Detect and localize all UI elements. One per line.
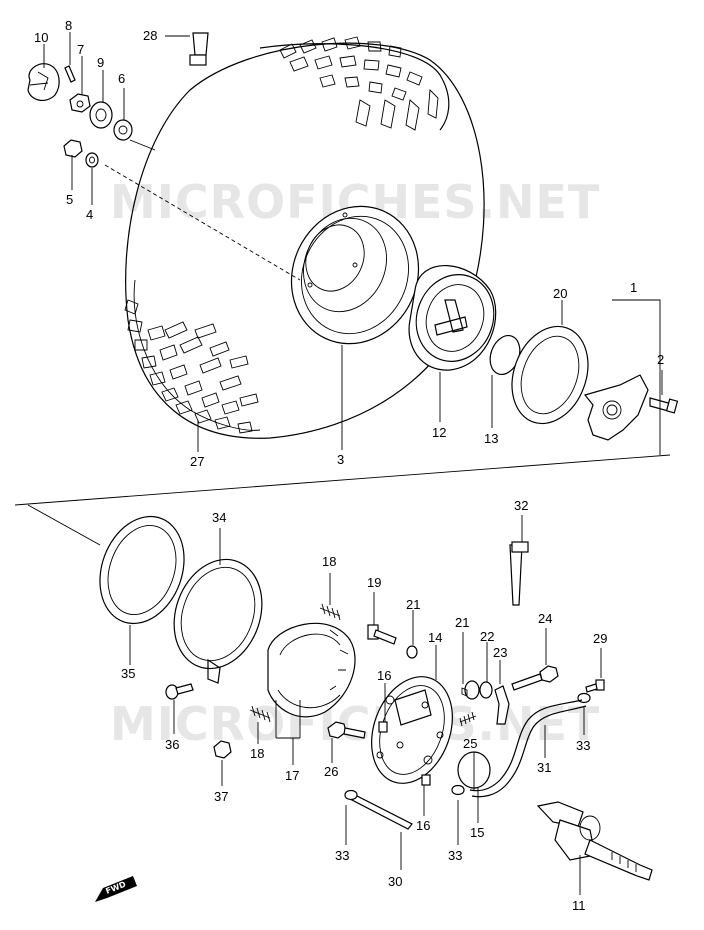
callout-18-upper: 18 — [322, 554, 336, 569]
washer-6 — [113, 119, 133, 141]
callout-12: 12 — [432, 425, 446, 440]
callout-21-right: 21 — [455, 615, 469, 630]
washer-4 — [85, 152, 99, 168]
nut-37 — [213, 740, 232, 759]
grommet-16-upper — [378, 721, 388, 733]
callout-33-mid: 33 — [448, 848, 462, 863]
brake-panel-14 — [371, 676, 453, 784]
callout-5: 5 — [66, 192, 73, 207]
spring-18-lower — [249, 705, 271, 723]
callout-18-lower: 18 — [250, 746, 264, 761]
callout-1: 1 — [630, 280, 637, 295]
cap-10 — [27, 63, 60, 102]
callout-30: 30 — [388, 874, 402, 889]
spring-small — [459, 711, 477, 727]
bolt-19 — [367, 624, 397, 645]
clamp-32 — [509, 541, 529, 606]
bolt-29 — [585, 679, 605, 693]
grommet-16-lower — [421, 774, 431, 786]
bolt-24 — [511, 665, 559, 691]
callout-labels: 1 2 3 4 5 6 7 8 9 10 11 12 13 14 15 16 1… — [34, 18, 664, 913]
callout-34: 34 — [212, 510, 226, 525]
washer-9 — [89, 101, 113, 129]
oil-seal-35 — [99, 515, 185, 625]
nut-5 — [63, 139, 83, 158]
leader-lines — [43, 32, 663, 895]
clip-33-left — [344, 789, 358, 801]
callout-11: 11 — [572, 898, 586, 913]
callout-31: 31 — [537, 760, 551, 775]
lever-23 — [494, 685, 510, 725]
callout-3: 3 — [337, 452, 344, 467]
brake-drum-34 — [173, 558, 263, 684]
brake-shoe-set-17 — [267, 622, 356, 718]
alignment-line — [104, 164, 301, 281]
callout-33-left: 33 — [335, 848, 349, 863]
drive-shaft-11 — [536, 801, 653, 881]
callout-29: 29 — [593, 631, 607, 646]
callout-23: 23 — [493, 645, 507, 660]
callout-15: 15 — [470, 825, 484, 840]
cotter-pin-8 — [64, 65, 76, 83]
clip-33-mid — [451, 784, 465, 796]
callout-28: 28 — [143, 28, 157, 43]
callout-7: 7 — [77, 42, 84, 57]
clip-33-right — [577, 692, 591, 704]
fwd-arrow-icon: FWD — [95, 876, 137, 902]
callout-16-upper: 16 — [377, 668, 391, 683]
washer-21-right — [464, 680, 480, 700]
bolt-26 — [327, 721, 366, 739]
callout-16-lower: 16 — [416, 818, 430, 833]
nut-7 — [69, 93, 91, 113]
callout-2: 2 — [657, 352, 664, 367]
hose-31 — [469, 699, 583, 792]
callout-9: 9 — [97, 55, 104, 70]
callout-24: 24 — [538, 611, 552, 626]
hub-carrier-1 — [583, 374, 649, 441]
callout-8: 8 — [65, 18, 72, 33]
callout-17: 17 — [285, 768, 299, 783]
seal-20 — [511, 325, 589, 425]
pin-30 — [350, 795, 413, 830]
callout-6: 6 — [118, 71, 125, 86]
callout-20: 20 — [553, 286, 567, 301]
callout-37: 37 — [214, 789, 228, 804]
rim-3 — [290, 205, 420, 345]
callout-13: 13 — [484, 431, 498, 446]
callout-33-right: 33 — [576, 738, 590, 753]
bolt-36 — [165, 683, 194, 700]
nut-22 — [479, 681, 493, 699]
tire-27 — [124, 36, 485, 439]
callout-14: 14 — [428, 630, 442, 645]
callout-22: 22 — [480, 629, 494, 644]
callout-26: 26 — [324, 764, 338, 779]
callout-32: 32 — [514, 498, 528, 513]
callout-21-left: 21 — [406, 597, 420, 612]
bolt-2 — [649, 397, 679, 414]
valve-28 — [189, 32, 209, 66]
callout-25: 25 — [463, 736, 477, 751]
washer-21-left — [406, 645, 418, 659]
callout-36: 36 — [165, 737, 179, 752]
callout-4: 4 — [86, 207, 93, 222]
spring-18-upper — [319, 603, 341, 621]
callout-27: 27 — [190, 454, 204, 469]
callout-10: 10 — [34, 30, 48, 45]
callout-19: 19 — [367, 575, 381, 590]
group-line-upper — [14, 454, 671, 506]
callout-35: 35 — [121, 666, 135, 681]
hub-12 — [408, 265, 497, 371]
